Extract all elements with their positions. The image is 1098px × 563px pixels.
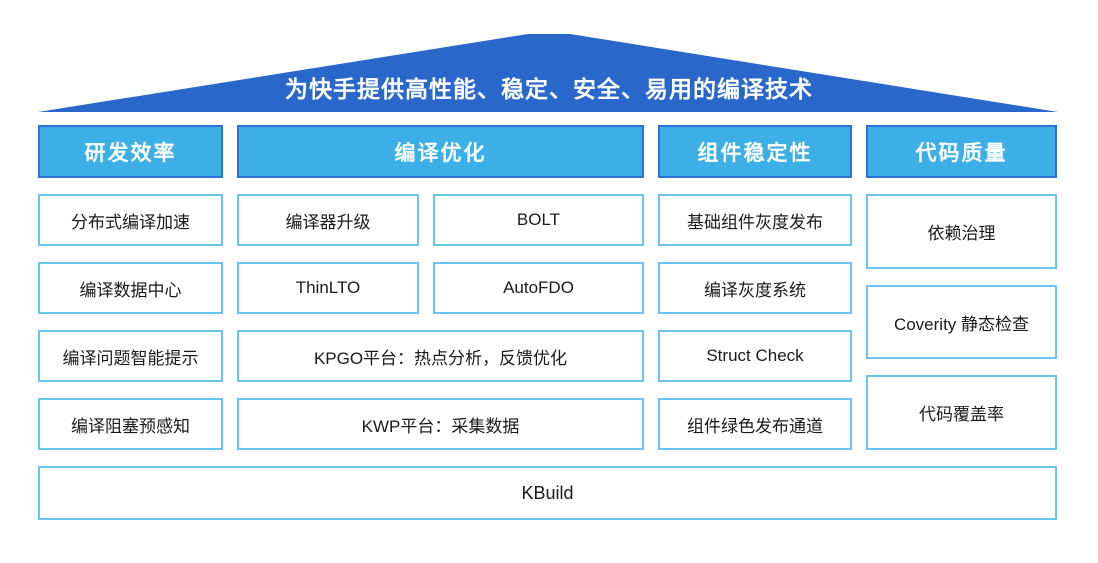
item-kwp-platform: KWP平台：采集数据: [237, 398, 644, 450]
column-header-compile-optimization: 编译优化: [237, 125, 644, 178]
house-roof-shape: [38, 34, 1058, 112]
item-coverity-static-check: Coverity 静态检查: [866, 284, 1057, 360]
item-autofdo: AutoFDO: [433, 262, 644, 314]
column-header-component-stability: 组件稳定性: [658, 125, 852, 178]
item-compile-issue-smart-hint: 编译问题智能提示: [38, 330, 223, 382]
item-kpgo-platform: KPGO平台：热点分析，反馈优化: [237, 330, 644, 382]
item-compile-gray-system: 编译灰度系统: [658, 262, 852, 314]
item-compile-data-center: 编译数据中心: [38, 262, 223, 314]
code-quality-stack: 依赖治理 Coverity 静态检查 代码覆盖率: [866, 194, 1057, 451]
pillars-grid: 研发效率 编译优化 组件稳定性 代码质量 分布式编译加速 编译数据中心 编译问题…: [38, 125, 1058, 520]
item-base-component-gray-release: 基础组件灰度发布: [658, 194, 852, 246]
roof-triangle: [38, 34, 1058, 112]
column-header-dev-efficiency: 研发效率: [38, 125, 223, 178]
roof-title: 为快手提供高性能、稳定、安全、易用的编译技术: [285, 76, 813, 102]
column-header-code-quality: 代码质量: [866, 125, 1057, 178]
item-kbuild-base: KBuild: [38, 466, 1057, 520]
item-dependency-governance: 依赖治理: [866, 194, 1057, 269]
item-distributed-compile-acceleration: 分布式编译加速: [38, 194, 223, 246]
item-compiler-upgrade: 编译器升级: [237, 194, 419, 246]
item-struct-check: Struct Check: [658, 330, 852, 382]
item-compile-block-prediction: 编译阻塞预感知: [38, 398, 223, 450]
item-bolt: BOLT: [433, 194, 644, 246]
item-thinlto: ThinLTO: [237, 262, 419, 314]
item-component-green-release-channel: 组件绿色发布通道: [658, 398, 852, 450]
item-code-coverage: 代码覆盖率: [866, 375, 1057, 451]
